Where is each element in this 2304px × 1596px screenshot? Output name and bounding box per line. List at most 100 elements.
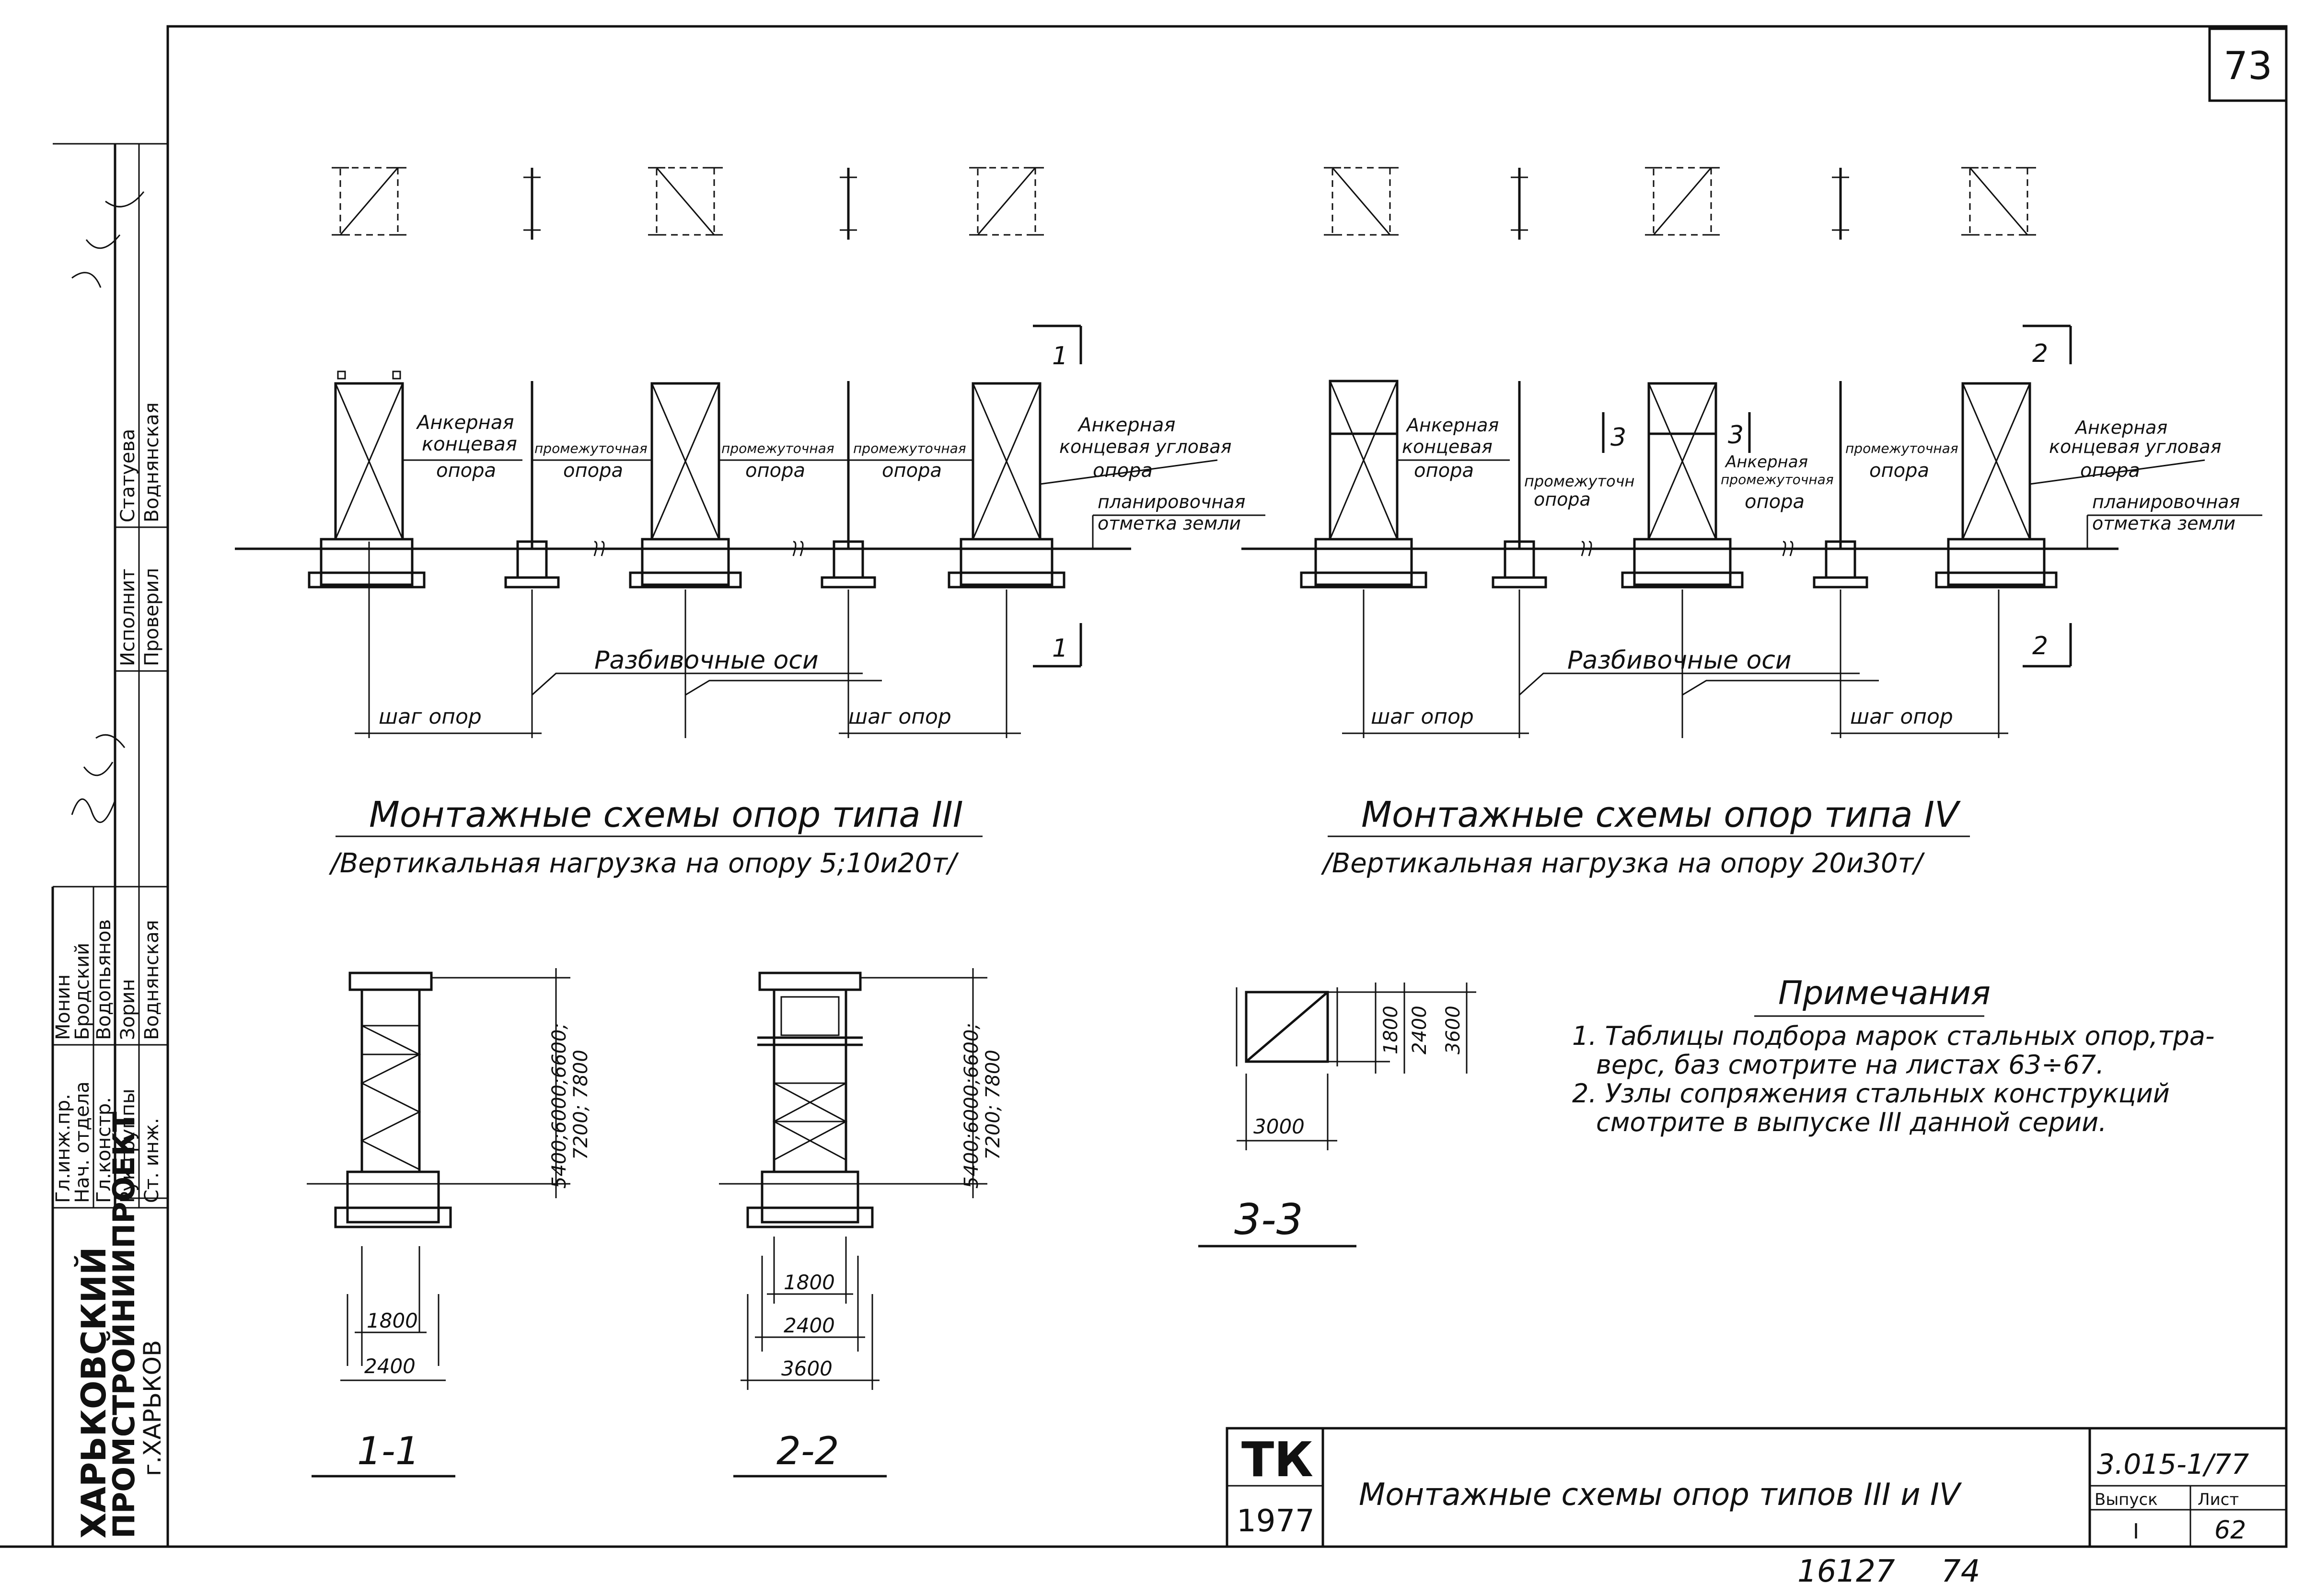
svg-text:2: 2 [2032,339,2048,368]
stamp-role-exec: Исполнит [117,568,139,666]
label-intermediate-1a: промежуточная [534,440,648,456]
label4-intermediate-2a: промежуточная [1845,440,1958,456]
signature-scribble [71,734,126,823]
stamp-role-4: Ст. инж. [141,1118,163,1203]
plan-box-3 [1331,167,1391,236]
s22-height-2: 7200; 7800 [982,1050,1004,1160]
s11-height-1: 5400;6000;6600; [548,1023,570,1189]
label4-axes: Разбивочные оси [1567,646,1792,675]
plan-diagonal-2 [977,167,1036,235]
label-anchor-end-1: Анкерная [416,412,514,434]
scheme3-subtitle: /Вертикальная нагрузка на опору 5;10и20т… [328,848,959,879]
plan-diagonal-1 [656,167,715,235]
stamp-name-2: Водопьянов [93,919,115,1040]
plan-box-1 [656,167,715,236]
label-anchor-end-3: опора [436,460,496,482]
side-stamp: Гл.инж.пр. Нач. отдела Гл.констр. Рук.гр… [51,143,169,1547]
scheme4-subtitle: /Вертикальная нагрузка на опору 20и30т/ [1320,848,1925,879]
svg-text:2: 2 [2032,632,2048,660]
label4-step-2: шаг опор [1850,705,1953,729]
s33-dim-3000: 3000 [1253,1115,1305,1138]
plan-box-2 [977,167,1036,236]
label4-anchor-end-3: опора [1414,460,1474,482]
break-mark-4 [1581,541,1794,556]
plan-diagonal-4 [1653,167,1712,235]
s22-dim-2400: 2400 [784,1314,835,1337]
label-intermediate-3a: промежуточная [853,440,966,456]
issue-label: Выпуск [2095,1490,2158,1509]
page-number: 73 [2223,44,2272,88]
stamp-name-4: Воднянская [141,920,163,1040]
stamp-name-3: Зорин [117,979,139,1040]
scheme-type-3: Анкерная концевая опора промежуточная оп… [235,324,1265,879]
footer-number-1: 16127 [1797,1554,1895,1589]
section-1-1: 1800 2400 5400;6000;6600; 7200; 7800 1-1 [307,968,592,1478]
tk-year: 1977 [1237,1503,1315,1539]
label-anchor-corner-1: Анкерная [1077,414,1175,436]
anchor-end-support-4 [1300,380,1427,589]
label-step-1: шаг опор [379,705,482,729]
label4-anchor-inter-3: опора [1745,491,1805,513]
stamp-name-0: Монин [52,974,74,1040]
label4-step-1: шаг опор [1371,705,1474,729]
plan-box-4 [1653,167,1712,236]
title-block: ТК 1977 Монтажные схемы опор типов III и… [1226,1427,2288,1548]
label4-anchor-end-1: Анкерная [1405,415,1499,436]
sheet-border [166,25,2288,1548]
scheme-type-4: Анкерная концевая опора промежуточн опор… [1241,324,2262,879]
label-intermediate-3b: опора [882,460,942,482]
s22-caption: 2-2 [776,1429,839,1473]
note-line-2: верс, баз смотрите на листах 63÷67. [1596,1050,2104,1080]
label4-intermediate-1b: опора [1534,489,1591,510]
section-mark-3-right: 3 [1728,412,1751,453]
label4-intermediate-1a: промежуточн [1524,472,1634,490]
scheme3-title: Монтажные схемы опор типа III [369,794,963,835]
label4-intermediate-2b: опора [1869,460,1929,482]
sheet-value: 62 [2214,1516,2246,1545]
label-ground-1: планировочная [1098,491,1245,512]
sheet-label: Лист [2198,1490,2239,1509]
s33-caption: 3-3 [1234,1195,1303,1244]
label-ground-2: отметка земли [1098,513,1241,534]
section-3-3: 1800 2400 3600 3000 3-3 [1198,983,1476,1248]
stamp-role-check: Проверил [141,568,163,666]
notes-title: Примечания [1778,974,1991,1012]
middle-support [629,382,742,589]
page-number-box [2208,27,2288,102]
note-line-4: смотрите в выпуске III данной серии. [1596,1107,2107,1137]
s22-dim-3600: 3600 [781,1357,833,1380]
plan-symbols [332,167,2036,240]
section-mark-2-top: 2 [2023,324,2072,368]
label-intermediate-2a: промежуточная [721,440,834,456]
stamp-role-2: Гл.констр. [93,1097,115,1203]
stamp-name-check: Воднянская [141,402,163,522]
section-mark-1-bottom: 1 [1033,623,1082,668]
note-line-1: 1. Таблицы подбора марок стальных опор,т… [1572,1021,2214,1051]
anchor-end-support [308,370,426,589]
tk-logo: ТК [1241,1432,1313,1488]
anchor-corner-support-4 [1935,382,2058,589]
label4-ground-1: планировочная [2092,491,2240,512]
plan-box-5 [1969,167,2028,236]
anchor-corner-support [948,382,1065,589]
label-axes: Разбивочные оси [594,646,819,675]
section-mark-3-left: 3 [1602,412,1626,453]
label4-anchor-corner-2: концевая угловая [2049,436,2221,457]
sheet-title: Монтажные схемы опор типов III и IV [1359,1477,1962,1513]
s11-dim-1800: 1800 [367,1309,418,1332]
stamp-role-1: Нач. отдела [71,1081,93,1203]
plan-diagonal-5 [1969,167,2028,235]
plan-diagonal-3 [1331,167,1391,235]
s11-caption: 1-1 [357,1429,420,1473]
plan-diagonal-0 [339,167,399,235]
s33-dim-3600: 3600 [1442,1006,1464,1054]
stamp-role-3: Рук.группы [117,1088,139,1203]
section-mark-1-top: 1 [1033,324,1082,370]
s22-height-1: 5400;6000;6600; [961,1023,983,1189]
svg-text:3: 3 [1728,421,1744,450]
label-step-2: шаг опор [848,705,951,729]
intermediate-support-1 [504,381,560,589]
section-2-2: 1800 2400 3600 5400;6000;6600; 7200; 780… [719,968,1004,1478]
svg-text:1: 1 [1052,634,1068,663]
